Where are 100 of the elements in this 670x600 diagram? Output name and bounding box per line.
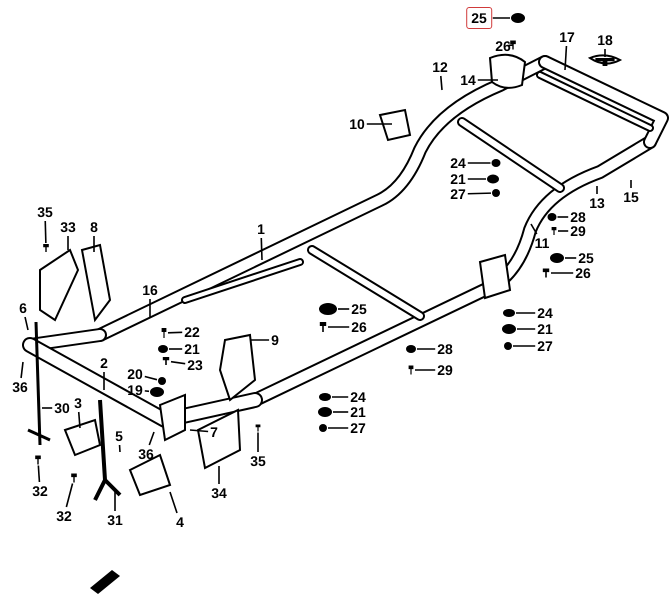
callout-number: 26 bbox=[350, 319, 368, 335]
callout-number: 27 bbox=[349, 420, 367, 436]
callout-number: 22 bbox=[183, 324, 201, 340]
callout-number: 12 bbox=[431, 59, 449, 75]
callout-number: 13 bbox=[588, 195, 606, 211]
washer bbox=[158, 345, 168, 353]
leader-line bbox=[328, 326, 350, 328]
leader-line bbox=[24, 316, 29, 330]
bolt bbox=[319, 322, 327, 332]
callout-number: 21 bbox=[349, 404, 367, 420]
callout-number: 34 bbox=[210, 485, 228, 501]
leader-line bbox=[93, 236, 95, 252]
washer bbox=[406, 345, 416, 353]
washer bbox=[550, 253, 564, 263]
leader-line bbox=[440, 76, 443, 90]
callout-number: 15 bbox=[622, 189, 640, 205]
leader-line bbox=[328, 427, 348, 429]
leader-line bbox=[558, 216, 568, 218]
leader-line bbox=[596, 186, 598, 194]
bolt bbox=[542, 268, 550, 278]
callout-number: 25 bbox=[466, 7, 492, 29]
leader-line bbox=[149, 299, 151, 318]
washer bbox=[319, 303, 337, 315]
leader-line bbox=[114, 490, 116, 511]
leader-line bbox=[44, 220, 47, 244]
leader-line bbox=[144, 390, 150, 392]
leader-line bbox=[250, 339, 270, 341]
leader-line bbox=[551, 272, 574, 274]
callout-number: 33 bbox=[59, 219, 77, 235]
callout-number: 24 bbox=[449, 155, 467, 171]
bolt bbox=[162, 357, 170, 365]
leader-line bbox=[260, 238, 263, 260]
callout-number: 32 bbox=[31, 483, 49, 499]
bolt bbox=[34, 456, 42, 464]
callout-number: 18 bbox=[596, 32, 614, 48]
washer bbox=[150, 387, 164, 397]
callout-number: 24 bbox=[536, 305, 554, 321]
leader-line bbox=[20, 362, 24, 378]
callout-number: 25 bbox=[350, 301, 368, 317]
leader-line bbox=[630, 180, 632, 188]
callout-number: 25 bbox=[577, 250, 595, 266]
callout-number: 6 bbox=[18, 300, 28, 316]
callout-number: 27 bbox=[449, 186, 467, 202]
leader-line bbox=[558, 230, 568, 232]
leader-line bbox=[103, 372, 105, 390]
callout-number: 4 bbox=[175, 514, 185, 530]
bolt bbox=[42, 244, 50, 252]
bolt bbox=[510, 40, 516, 50]
callout-number: 16 bbox=[141, 282, 159, 298]
leader-line bbox=[564, 46, 568, 70]
leader-line bbox=[565, 257, 576, 259]
leader-line bbox=[66, 483, 74, 508]
callout-number: 14 bbox=[459, 72, 477, 88]
leader-line bbox=[415, 369, 436, 371]
callout-number: 1 bbox=[256, 221, 266, 237]
leader-line bbox=[168, 332, 182, 334]
callout-number: 27 bbox=[536, 338, 554, 354]
callout-number: 28 bbox=[436, 341, 454, 357]
callout-number: 26 bbox=[494, 38, 512, 54]
leader-line bbox=[78, 412, 81, 428]
callout-number: 31 bbox=[106, 512, 124, 528]
callout-number: 26 bbox=[574, 265, 592, 281]
leader-line bbox=[170, 360, 186, 364]
washer bbox=[319, 424, 327, 432]
callout-number: 21 bbox=[536, 321, 554, 337]
callout-number: 30 bbox=[53, 400, 71, 416]
leader-line bbox=[530, 224, 538, 234]
leader-line bbox=[118, 444, 121, 452]
leader-line bbox=[38, 465, 40, 482]
bolt bbox=[255, 424, 261, 432]
leader-line bbox=[218, 466, 220, 484]
callout-number: 21 bbox=[183, 341, 201, 357]
callout-number: 36 bbox=[137, 446, 155, 462]
leader-line bbox=[169, 348, 182, 350]
washer bbox=[492, 159, 500, 167]
washer bbox=[511, 13, 525, 23]
washer bbox=[548, 213, 556, 221]
leader-line bbox=[169, 492, 178, 514]
callout-number: 29 bbox=[436, 362, 454, 378]
callout-number: 29 bbox=[569, 223, 587, 239]
leader-line bbox=[42, 407, 52, 409]
bolt bbox=[70, 474, 78, 482]
callout-number: 8 bbox=[89, 219, 99, 235]
callout-number: 32 bbox=[55, 508, 73, 524]
leader-line bbox=[517, 328, 536, 330]
leader-line bbox=[478, 79, 498, 81]
washer bbox=[502, 324, 516, 334]
callout-number: 23 bbox=[186, 357, 204, 373]
callout-number: 5 bbox=[114, 428, 124, 444]
leader-line bbox=[333, 411, 348, 413]
callout-number: 28 bbox=[569, 209, 587, 225]
leader-line bbox=[190, 429, 208, 432]
washer bbox=[492, 189, 500, 197]
leader-line bbox=[257, 432, 259, 452]
washer bbox=[158, 377, 166, 385]
leader-line bbox=[492, 17, 510, 19]
callout-number: 35 bbox=[249, 453, 267, 469]
callout-number: 2 bbox=[99, 355, 109, 371]
bolt bbox=[551, 227, 557, 235]
callout-number: 9 bbox=[270, 332, 280, 348]
